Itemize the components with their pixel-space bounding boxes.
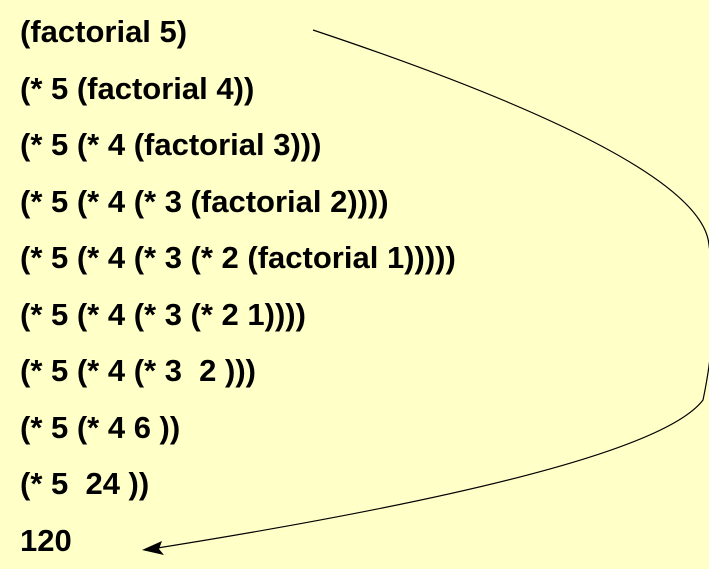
expansion-lines: (factorial 5) (* 5 (factorial 4)) (* 5 (…	[20, 0, 456, 565]
expansion-line-4: (* 5 (* 4 (* 3 (factorial 2))))	[20, 174, 456, 231]
expansion-line-2: (* 5 (factorial 4))	[20, 61, 456, 118]
expansion-line-1: (factorial 5)	[20, 4, 456, 61]
expansion-line-5: (* 5 (* 4 (* 3 (* 2 (factorial 1)))))	[20, 230, 456, 287]
expansion-line-8: (* 5 (* 4 6 ))	[20, 400, 456, 457]
expansion-line-9: (* 5 24 ))	[20, 456, 456, 513]
expansion-line-6: (* 5 (* 4 (* 3 (* 2 1))))	[20, 287, 456, 344]
expansion-result: 120	[20, 513, 456, 569]
expansion-line-7: (* 5 (* 4 (* 3 2 )))	[20, 343, 456, 400]
expansion-line-3: (* 5 (* 4 (factorial 3)))	[20, 117, 456, 174]
